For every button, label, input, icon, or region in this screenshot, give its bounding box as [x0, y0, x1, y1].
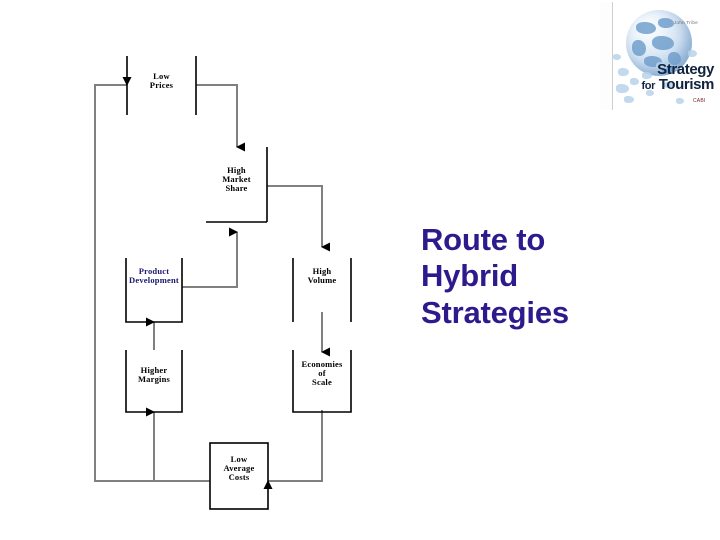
node-frame-higher-margins: [125, 350, 183, 413]
edge-low-average-costs-to-higher-margins: [146, 407, 210, 482]
node-label-high-market-share: High Market Share: [222, 165, 251, 194]
edge-product-development-to-high-market-share: [182, 227, 238, 288]
book-cover-frame: John Tribe Strategy for Tourism CABI: [600, 2, 716, 110]
node-label-low-average-costs: Low Average Costs: [223, 454, 255, 483]
node-frame-high-volume: [292, 258, 352, 322]
node-frame-product-development: [125, 258, 183, 323]
node-label-product-development: Product Development: [129, 266, 179, 286]
node-label-higher-margins: Higher Margins: [137, 365, 171, 385]
book-spine: [600, 2, 613, 110]
book-author: John Tribe: [674, 20, 699, 25]
edge-economies-of-scale-to-low-average-costs: [263, 410, 323, 489]
node-frame-low-prices: [126, 56, 197, 115]
book-title-tourism: Tourism: [658, 76, 715, 93]
flow-diagram: [94, 56, 352, 510]
book-cover-logo: John Tribe Strategy for Tourism CABI: [600, 2, 716, 110]
edge-low-prices-to-high-market-share: [196, 84, 245, 152]
book-title-line2: for Tourism: [614, 77, 714, 92]
node-frame-economies-of-scale: [292, 350, 352, 413]
book-title: Strategy for Tourism: [614, 62, 714, 92]
edge-high-market-share-to-high-volume: [267, 185, 330, 252]
node-label-economies-of-scale: Economies of Scale: [301, 359, 343, 388]
node-frame-high-market-share: [206, 147, 268, 223]
edge-low-average-costs-to-low-prices: [94, 77, 210, 482]
book-title-line1: Strategy: [657, 61, 714, 78]
book-title-for: for: [641, 80, 655, 92]
page-title: Route to Hybrid Strategies: [421, 222, 569, 330]
node-label-low-prices: Low Prices: [149, 71, 174, 91]
node-label-high-volume: High Volume: [307, 266, 337, 286]
publisher-mark: CABI: [693, 98, 706, 104]
node-frame-low-average-costs: [209, 442, 269, 510]
